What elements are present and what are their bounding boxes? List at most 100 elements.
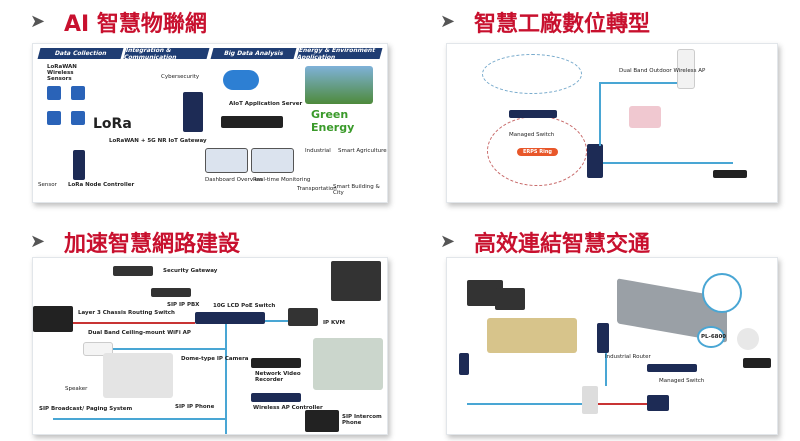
- router-label: Industrial Router: [605, 354, 651, 360]
- pbx-device: [151, 288, 191, 297]
- tab-integration: Integration & Communication: [123, 47, 210, 61]
- sensors-label: LoRaWAN Wireless Sensors: [47, 64, 77, 83]
- link-line: [73, 322, 195, 324]
- heading-text: AI 智慧物聯網: [64, 12, 207, 37]
- erps-badge: ERPS Ring: [517, 148, 558, 156]
- poe-extender: [743, 358, 771, 368]
- poe-switch: [495, 288, 525, 310]
- tab-data-collection: Data Collection: [37, 48, 124, 59]
- sensor-label: Sensor: [38, 182, 57, 188]
- industrial-router: [597, 323, 609, 353]
- paging-label: SIP Broadcast/ Paging System: [39, 406, 133, 412]
- outdoor-ap: [677, 49, 695, 89]
- link-line: [605, 353, 607, 386]
- server-rack: [331, 261, 381, 301]
- control-room-image: [313, 338, 383, 390]
- server-label: AIoT Application Server: [229, 101, 303, 107]
- link-line: [599, 82, 679, 84]
- cloud-icon: [223, 70, 259, 90]
- link-line: [53, 418, 225, 420]
- category-bar: Data Collection Integration & Communicat…: [37, 47, 383, 61]
- gateway-device: [183, 92, 203, 132]
- chassis-switch: [33, 306, 73, 332]
- monitor-screen: [251, 148, 294, 173]
- arrow-icon: ➤: [440, 11, 456, 32]
- kvm-label: IP KVM: [323, 320, 345, 326]
- section-heading-network: ➤ 加速智慧網路建設: [30, 226, 240, 258]
- section-heading-transport: ➤ 高效連結智慧交通: [440, 226, 650, 258]
- industrial-label: Industrial: [305, 148, 331, 154]
- wireless-gateway: [459, 353, 469, 375]
- cyber-label: Cybersecurity: [161, 74, 200, 80]
- link-line: [599, 82, 601, 146]
- tab-big-data: Big Data Analysis: [210, 48, 297, 59]
- industrial-switch: [582, 386, 598, 414]
- city-label: Smart Building & City: [333, 184, 380, 197]
- sensor-icon: [47, 111, 61, 125]
- heading-text: 智慧工廠數位轉型: [474, 12, 651, 37]
- train-image: [487, 318, 577, 353]
- link-line: [603, 162, 733, 164]
- l3-label: Layer 3 Chassis Routing Switch: [78, 310, 175, 316]
- heading-text: 高效連結智慧交通: [474, 232, 651, 257]
- arrow-icon: ➤: [30, 11, 46, 32]
- security-gateway: [113, 266, 153, 276]
- section-heading-factory: ➤ 智慧工廠數位轉型: [440, 6, 650, 38]
- pl-zoom-circle: [697, 326, 725, 348]
- section-heading-aiot: ➤ AI 智慧物聯網: [30, 6, 207, 38]
- arrow-icon: ➤: [30, 231, 46, 252]
- ptz-camera: [737, 328, 759, 350]
- factory-diagram: ERPS Ring Dual Band Outdoor Wireless AP …: [446, 43, 778, 203]
- agri-label: Smart Agriculture: [338, 148, 387, 154]
- wifi-label: Dual Band Ceiling-mount WiFi AP: [88, 330, 191, 336]
- switch-label: Managed Switch: [509, 132, 555, 138]
- heading-text: 加速智慧網路建設: [64, 232, 241, 257]
- gateway-zoom-circle: [702, 273, 742, 313]
- wifi-ap: [83, 342, 113, 356]
- dash-label: Dashboard Overview: [205, 177, 263, 183]
- intercom-device: [305, 410, 339, 432]
- dashboard-screen: [205, 148, 248, 173]
- gateway-label: LoRaWAN + 5G NR IoT Gateway: [109, 138, 207, 144]
- network-diagram: Security Gateway SIP IP PBX Layer 3 Chas…: [32, 257, 388, 435]
- phone-label: SIP IP Phone: [175, 404, 215, 410]
- speaker-label: Speaker: [65, 386, 88, 392]
- nvr-device: [251, 358, 301, 368]
- kvm-device: [288, 308, 318, 326]
- switch-label: Managed Switch: [659, 378, 705, 384]
- transport-diagram: Industrial Router PL-6800 Managed Switch: [446, 257, 778, 435]
- office-image: [103, 353, 173, 398]
- pl-label: PL-6800: [701, 334, 727, 340]
- apc-label: Wireless AP Controller: [253, 405, 323, 411]
- nvr-device: [713, 170, 747, 178]
- link-line: [113, 348, 225, 350]
- managed-switch: [509, 110, 557, 118]
- sensor-icon: [71, 111, 85, 125]
- ap-controller: [251, 393, 301, 402]
- managed-switch: [647, 364, 697, 372]
- link-line: [467, 403, 582, 405]
- factory-image: [629, 106, 661, 128]
- ring-link: [482, 54, 582, 94]
- sec-label: Security Gateway: [163, 268, 218, 274]
- intercom-label: SIP Intercom Phone: [342, 414, 382, 427]
- wind-farm-image: [305, 66, 373, 104]
- tab-energy: Energy & Environment Application: [296, 47, 383, 61]
- poe-label: 10G LCD PoE Switch: [213, 303, 276, 309]
- lora-logo: LoRa: [93, 116, 132, 132]
- link-line: [598, 403, 648, 405]
- nvr-label: Network Video Recorder: [255, 371, 301, 384]
- poe-switch: [195, 312, 265, 324]
- server-device: [221, 116, 283, 128]
- lcd-switch: [647, 395, 669, 411]
- ap-label: Dual Band Outdoor Wireless AP: [619, 68, 706, 74]
- pbx-label: SIP IP PBX: [167, 302, 200, 308]
- dome-label: Dome-type IP Camera: [181, 356, 249, 362]
- link-line: [265, 320, 303, 322]
- arrow-icon: ➤: [440, 231, 456, 252]
- node-label: LoRa Node Controller: [68, 182, 135, 188]
- transport-label: Transportation: [297, 186, 337, 192]
- green-energy-label: Green Energy: [311, 108, 355, 134]
- realtime-label: Real-time Monitoring: [253, 177, 311, 183]
- aiot-diagram: Data Collection Integration & Communicat…: [32, 43, 388, 203]
